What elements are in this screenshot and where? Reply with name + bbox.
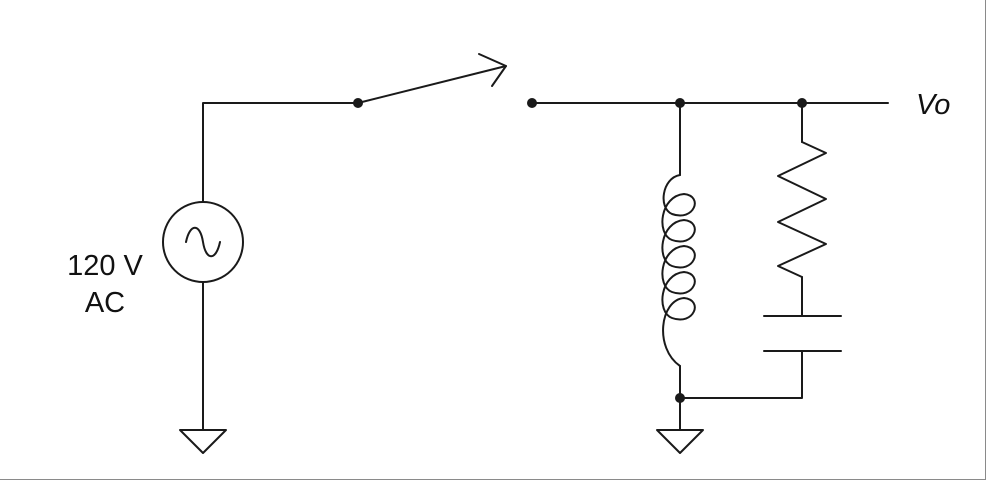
switch-blade	[357, 65, 507, 104]
source-voltage-label: 120 V	[67, 250, 143, 282]
capacitor-return-wire	[679, 350, 803, 399]
rc-branch	[679, 102, 842, 399]
source-type-label: AC	[85, 287, 125, 319]
switch	[353, 53, 537, 108]
source-top-wire	[202, 102, 359, 203]
ground-icon-left	[179, 429, 227, 454]
switch-arrow-icon	[478, 53, 507, 87]
ground-icon-right	[656, 429, 704, 454]
resistor-zigzag-icon	[777, 141, 827, 278]
output-voltage-label: Vo	[916, 89, 950, 121]
inductor	[656, 102, 704, 454]
ac-sine-icon	[185, 226, 221, 258]
inductor-coil-icon	[661, 174, 696, 367]
ac-source-branch: 120 V AC	[67, 102, 359, 454]
